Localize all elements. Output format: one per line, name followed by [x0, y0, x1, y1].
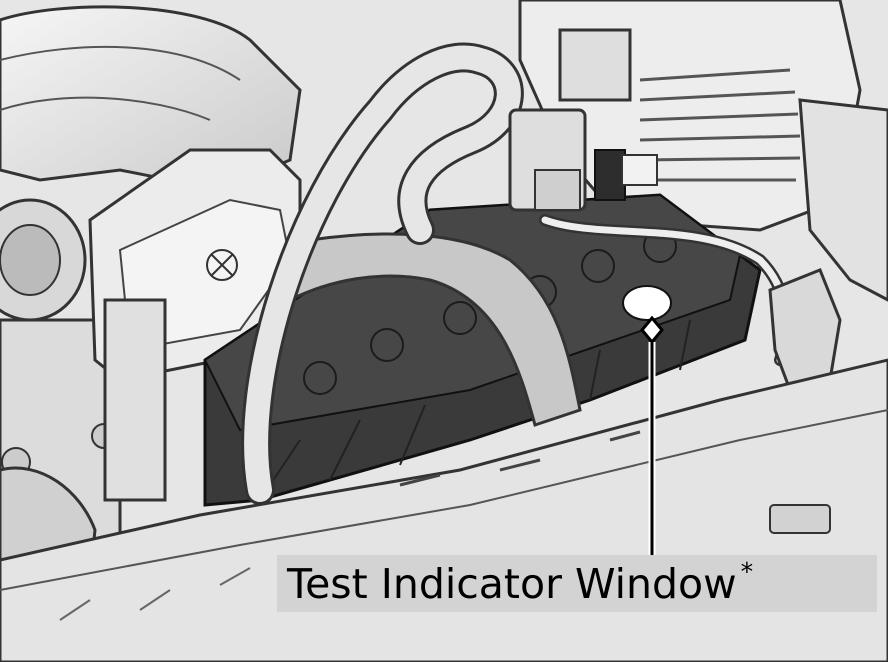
- test-indicator-window: [622, 285, 672, 321]
- callout-text: Test Indicator Window: [287, 559, 737, 608]
- callout-label: Test Indicator Window*: [277, 555, 877, 612]
- footnote-mark: *: [740, 557, 754, 586]
- fuse-box: [88, 148, 302, 502]
- terminal-connector: [508, 108, 658, 212]
- battery-hold-down-strap: [287, 232, 582, 427]
